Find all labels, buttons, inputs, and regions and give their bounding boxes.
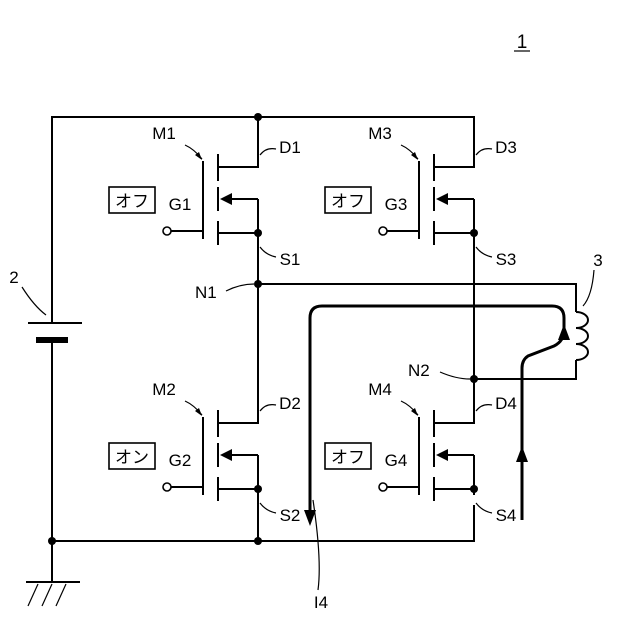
m1-body-arrow — [220, 193, 232, 205]
m3-drain-lead — [434, 147, 474, 167]
m2-state-label: オン — [115, 448, 149, 467]
m2-drain-label: D2 — [279, 394, 301, 413]
m1-source-leader — [260, 247, 276, 257]
m4-state-label: オフ — [331, 448, 365, 467]
node-leader-n1 — [226, 284, 254, 291]
inductor-label: 3 — [593, 251, 602, 270]
m3-drain-label: D3 — [495, 138, 517, 157]
transistor-m1: M1D1G1S1 オフ — [109, 124, 301, 269]
m1-source-dot — [254, 229, 262, 237]
m2-drain-leader — [260, 405, 276, 411]
m2-name-label: M2 — [152, 380, 176, 399]
m4-gate-label: G4 — [385, 451, 408, 470]
m3-drain-leader — [476, 149, 492, 155]
m4-drain-label: D4 — [495, 394, 517, 413]
m3-source-lead — [434, 199, 474, 233]
m1-source-label: S1 — [280, 250, 301, 269]
m2-gate-label: G2 — [169, 451, 192, 470]
m3-source-leader — [476, 247, 492, 257]
current-label: I4 — [314, 593, 328, 612]
m3-gate-label: G3 — [385, 195, 408, 214]
m4-gate-terminal — [379, 483, 387, 491]
m2-gate-terminal — [163, 483, 171, 491]
node-label-n1: N1 — [195, 283, 217, 302]
m1-drain-leader — [260, 149, 276, 155]
battery-leader — [22, 287, 46, 315]
m1-gate-terminal — [163, 227, 171, 235]
m3-source-label: S3 — [496, 250, 517, 269]
m2-drain-lead — [218, 403, 258, 423]
m2-body-arrow — [220, 449, 232, 461]
transistor-group: M1D1G1S1 オフ M2D2G2S2 オン M3D3G3S3 オフ M4D4G4S4 オフ — [109, 124, 517, 525]
m1-state-label: オフ — [115, 192, 149, 211]
ground-symbol — [26, 582, 80, 606]
m3-gate-terminal — [379, 227, 387, 235]
battery-symbol — [28, 323, 82, 343]
m4-source-lead — [434, 455, 474, 489]
m3-state-label: オフ — [331, 192, 365, 211]
battery-label: 2 — [9, 268, 18, 287]
m2-source-label: S2 — [280, 506, 301, 525]
node-label-n2: N2 — [408, 361, 430, 380]
m1-drain-lead — [218, 147, 258, 167]
junction-dots — [48, 113, 478, 545]
m4-source-dot — [470, 485, 478, 493]
transistor-m2: M2D2G2S2 オン — [109, 380, 301, 525]
m2-source-leader — [260, 503, 276, 513]
transistor-m4: M4D4G4S4 オフ — [325, 380, 517, 525]
m1-name-label: M1 — [152, 124, 176, 143]
node-leader-n2 — [440, 372, 470, 379]
m3-source-dot — [470, 229, 478, 237]
m2-source-dot — [254, 485, 262, 493]
m4-source-leader — [476, 503, 492, 513]
transistor-m3: M3D3G3S3 オフ — [325, 124, 517, 269]
figure-number: 1 — [517, 32, 528, 53]
m4-drain-leader — [476, 405, 492, 411]
m3-body-arrow — [436, 193, 448, 205]
inductor-leader — [583, 270, 594, 306]
m4-body-arrow — [436, 449, 448, 461]
m4-name-label: M4 — [368, 380, 392, 399]
m1-gate-label: G1 — [169, 195, 192, 214]
m4-drain-lead — [434, 403, 474, 423]
m1-source-lead — [218, 199, 258, 233]
inductor-coil — [576, 312, 588, 360]
m1-drain-label: D1 — [279, 138, 301, 157]
m4-source-label: S4 — [496, 506, 517, 525]
m2-source-lead — [218, 455, 258, 489]
current-path-i4 — [304, 306, 570, 526]
m3-name-label: M3 — [368, 124, 392, 143]
